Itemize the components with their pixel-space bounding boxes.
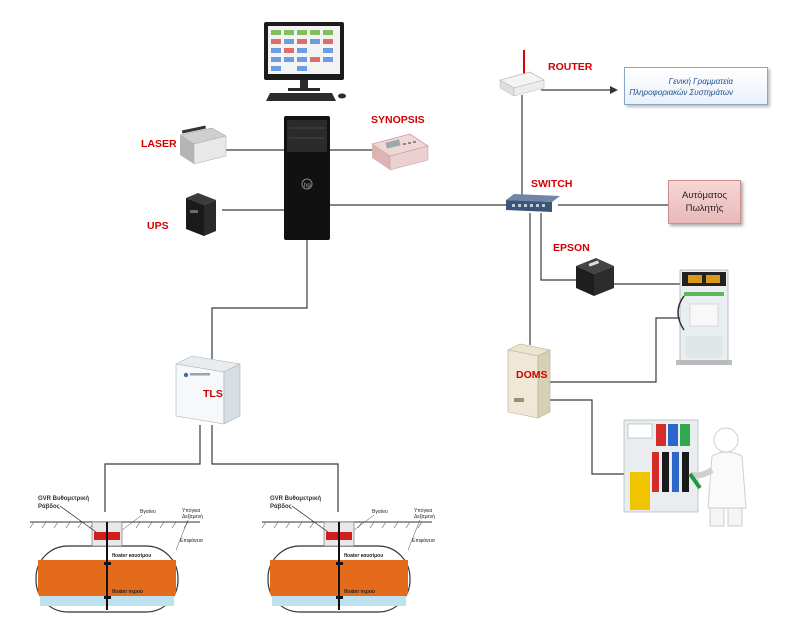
tank-left-side-note-1: Υπόγεια	[182, 508, 201, 514]
label-synopsis: SYNOPSIS	[371, 114, 425, 126]
fuel-tank-left	[29, 505, 200, 613]
line-switch-epson	[540, 213, 580, 281]
auto-seller-line-2: Πωλητής	[685, 203, 724, 214]
monitor-icon	[264, 22, 344, 91]
gsis-line-2: Πληροφοριακών Συστημάτων	[629, 88, 733, 97]
tank-left-side-note-2: Δεξαμενή	[182, 514, 203, 520]
label-epson: EPSON	[553, 242, 590, 254]
line-tls-tank-right	[211, 425, 339, 512]
label-doms: DOMS	[516, 369, 548, 381]
pc-tower-icon: hp	[284, 116, 330, 240]
line-tls-tank-left	[104, 425, 201, 512]
tls-console-icon	[175, 355, 241, 425]
mouse-icon	[338, 93, 346, 99]
label-ups: UPS	[147, 220, 169, 232]
synopsis-device-icon	[371, 133, 429, 171]
label-tls: TLS	[203, 388, 223, 400]
tank-left-probe-label-1: GVR Βυθομετρική	[38, 496, 89, 502]
tank-left-side-note-3: Επιφάνεια	[180, 538, 203, 544]
tank-right-side-note-2: Δεξαμενή	[414, 514, 435, 520]
epson-printer-icon	[576, 258, 614, 296]
ups-icon	[186, 193, 216, 236]
dispenser-with-attendant-icon	[623, 419, 747, 527]
keyboard-icon	[266, 93, 346, 101]
svg-text:hp: hp	[304, 183, 311, 189]
arrow-to-gsis	[610, 86, 618, 94]
line-doms-pump	[550, 317, 680, 383]
tank-right-top-note: Βγαίνει	[372, 509, 388, 515]
label-router: ROUTER	[548, 61, 593, 73]
tank-right-side-note-1: Υπόγεια	[414, 508, 433, 514]
label-laser: LASER	[141, 138, 177, 150]
tank-right-probe-label-1: GVR Βυθομετρική	[270, 496, 321, 502]
tank-left-float-water: floater νερού	[112, 589, 143, 595]
line-doms-dispenser	[550, 399, 624, 475]
tank-left-top-note: Βγαίνει	[140, 509, 156, 515]
laser-printer-icon	[179, 125, 227, 165]
gsis-line-1: Γενική Γραμματεία	[668, 77, 733, 86]
tank-left-probe-label-2: Ράβδος	[38, 504, 60, 510]
fuel-tank-right	[261, 505, 432, 613]
tank-right-probe-label-2: Ράβδος	[270, 504, 292, 510]
label-switch: SWITCH	[531, 178, 573, 190]
network-switch-icon	[506, 194, 560, 212]
router-icon	[499, 50, 545, 97]
line-pc-tls	[211, 240, 308, 362]
tank-right-float-fuel: floater καυσίμου	[344, 553, 384, 559]
tank-left-float-fuel: floater καυσίμου	[112, 553, 152, 559]
auto-seller-box: Αυτόματος Πωλητής	[668, 180, 741, 224]
tank-right-float-water: floater νερού	[344, 589, 375, 595]
ground-hatching	[261, 521, 423, 529]
tank-right-side-note-3: Επιφάνεια	[412, 538, 435, 544]
gsis-box: Γενική Γραμματεία Πληροφοριακών Συστημάτ…	[624, 67, 768, 105]
fuel-pump-icon	[676, 269, 732, 365]
connection-lines	[104, 89, 680, 512]
doms-controller-icon	[507, 343, 551, 419]
auto-seller-line-1: Αυτόματος	[681, 190, 727, 201]
